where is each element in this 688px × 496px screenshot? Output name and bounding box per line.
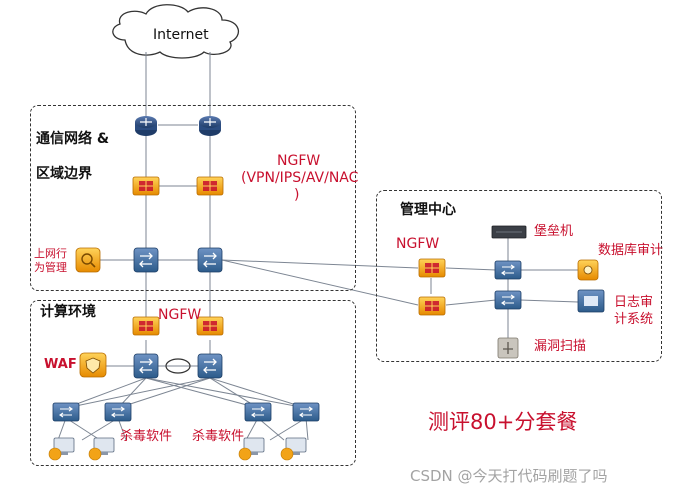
watermark: CSDN @今天打代码刷题了吗 (410, 467, 608, 485)
log-audit-icon (577, 289, 605, 313)
ngfw-top-label-line3: ) (294, 187, 300, 203)
ngfw-mgmt-label: NGFW (396, 236, 440, 252)
comm-boundary-zone (30, 105, 356, 291)
redundancy-ring (165, 358, 191, 374)
waf-label: WAF (44, 357, 77, 372)
internet-cloud (112, 4, 240, 59)
zone-title-management: 管理中心 (400, 202, 456, 218)
vulnerability-scanner-icon (497, 337, 519, 359)
antivirus-label-2: 杀毒软件 (192, 429, 245, 444)
behavior-mgmt-label-line1: 上网行 (34, 247, 67, 260)
log-audit-label-line2: 计系统 (614, 312, 654, 327)
bastion-host-icon (491, 225, 527, 239)
ngfw-top-label-line2: (VPN/IPS/AV/NAC (241, 170, 359, 186)
log-audit-label-line1: 日志审 (614, 295, 654, 310)
antivirus-label-1: 杀毒软件 (120, 429, 173, 444)
behavior-mgmt-label-line2: 为管理 (34, 261, 67, 274)
db-audit-label: 数据库审计 (598, 243, 664, 258)
ngfw-compute-label: NGFW (158, 307, 202, 323)
compute-zone (30, 300, 356, 466)
ngfw-top-label-line1: NGFW (277, 153, 321, 169)
management-zone (376, 190, 662, 362)
zone-title-compute: 计算环境 (40, 304, 96, 320)
bastion-label: 堡垒机 (534, 224, 574, 239)
waf-icon (79, 352, 107, 378)
zone-title-comm-line1: 通信网络 & (36, 131, 110, 147)
database-audit-icon (577, 259, 599, 281)
behavior-management-icon (75, 247, 101, 273)
zone-title-comm-line2: 区域边界 (36, 166, 92, 182)
package-label: 测评80+分套餐 (428, 410, 578, 434)
internet-label: Internet (153, 27, 209, 43)
vuln-scan-label: 漏洞扫描 (534, 339, 587, 354)
